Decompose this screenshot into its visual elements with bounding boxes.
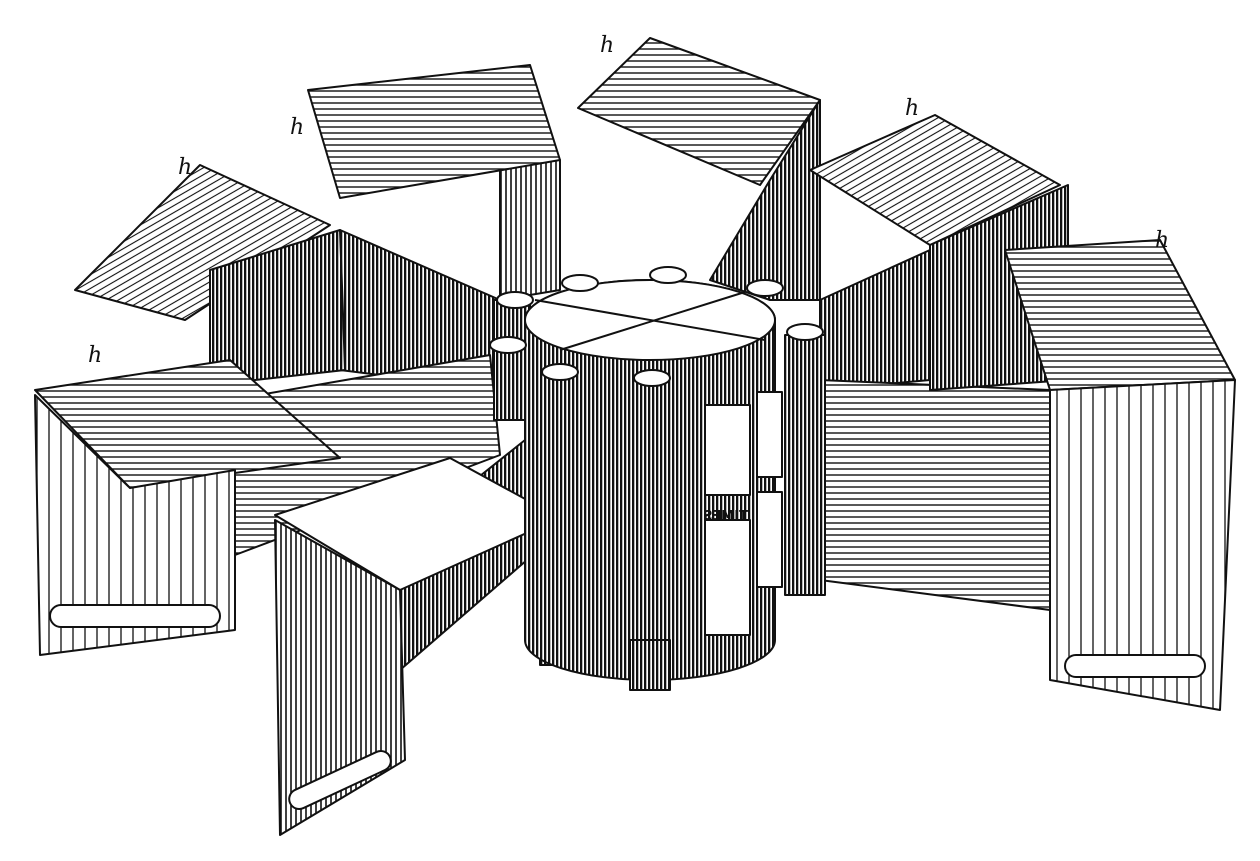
label-h: h <box>290 115 304 140</box>
cylinder-text: TIMES <box>703 509 748 524</box>
type-form <box>756 491 783 588</box>
roller-cap <box>633 369 671 387</box>
label-h: h <box>88 343 102 368</box>
label-h: h <box>905 96 919 121</box>
feed-stand-6 <box>34 394 236 656</box>
feed-stand-5 <box>1049 379 1236 711</box>
label-h: h <box>1155 228 1169 253</box>
feed-board-2 <box>307 64 561 199</box>
type-form <box>756 391 783 478</box>
feed-stand-6-handle <box>49 604 221 628</box>
roller-cap <box>786 323 824 341</box>
feed-board-6 <box>34 359 341 489</box>
roller <box>784 334 826 596</box>
frame-back <box>499 159 561 301</box>
web-back-right <box>819 249 931 391</box>
feed-stand-5-handle <box>1064 654 1206 678</box>
feed-stand-1 <box>209 229 346 386</box>
drum-foot <box>629 639 671 691</box>
drum-spoke <box>534 299 766 341</box>
type-form <box>704 404 751 496</box>
roller-cap <box>561 274 599 292</box>
roller-cap <box>541 363 579 381</box>
label-h: h <box>178 155 192 180</box>
drum-spoke <box>559 291 746 351</box>
label-h: h <box>600 33 614 58</box>
feed-board-3 <box>577 37 821 186</box>
roller-cap <box>746 279 784 297</box>
feed-board-1 <box>74 164 331 321</box>
roller-cap <box>649 266 687 284</box>
web-right <box>819 379 1051 611</box>
type-form <box>704 519 751 636</box>
roller-cap <box>496 291 534 309</box>
roller-cap <box>489 336 527 354</box>
feed-board-4 <box>809 114 1061 246</box>
feed-stand-7-handle <box>288 749 392 811</box>
